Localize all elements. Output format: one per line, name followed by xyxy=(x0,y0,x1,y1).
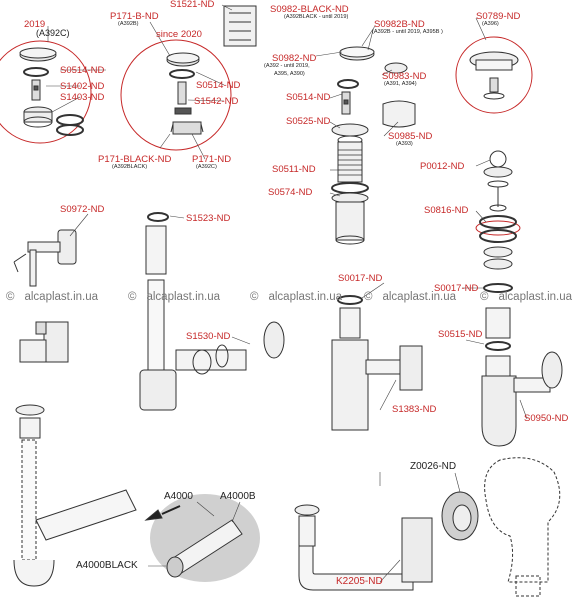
label-s0982b-sub: (A392B - until 2019, A395B ) xyxy=(372,29,443,35)
label-a392b: (A392B) xyxy=(118,21,139,27)
drain-set-s0982 xyxy=(331,46,375,245)
copyright-icon: © xyxy=(6,291,15,303)
leader-lines xyxy=(46,4,528,583)
copyright-icon: © xyxy=(480,291,489,303)
callout-circle-s0789 xyxy=(455,36,533,114)
label-a392c-bottom: (A392C) xyxy=(196,164,217,170)
angle-valve-s0972 xyxy=(13,229,77,287)
copyright-icon: © xyxy=(128,291,137,303)
label-s1403: S1403-ND xyxy=(60,92,105,103)
label-s0983-sub: (A391, A394) xyxy=(384,81,417,87)
copyright-icon: © xyxy=(364,291,373,303)
cap-s0985 xyxy=(382,100,416,128)
wall-trap-k2205 xyxy=(294,491,479,591)
label-s0017-a: S0017-ND xyxy=(338,273,383,284)
bottle-trap-s1383 xyxy=(331,295,423,431)
label-s0982-sub1: (A392 - until 2019, xyxy=(264,63,310,69)
label-s0982-black-sub: (A392BLACK - until 2019) xyxy=(284,14,349,20)
label-p171-b: P171-B-ND xyxy=(110,11,159,22)
watermark-text: alcaplast.in.ua xyxy=(498,291,573,303)
label-p0012: P0012-ND xyxy=(420,161,465,172)
bottle-trap-s1530 xyxy=(139,212,285,411)
label-a4000black: A4000BLACK xyxy=(76,560,138,571)
label-s1402: S1402-ND xyxy=(60,81,105,92)
label-a4000: A4000 xyxy=(164,491,193,502)
label-k2205: K2205-ND xyxy=(336,576,383,587)
label-a4000b: A4000B xyxy=(220,491,256,502)
label-s0985-sub: (A393) xyxy=(396,141,413,147)
label-s1530: S1530-ND xyxy=(186,331,231,342)
watermark-text: alcaplast.in.ua xyxy=(146,291,221,303)
arrow-line xyxy=(161,505,181,515)
label-s0982-sub2: A395, A390) xyxy=(274,71,305,77)
label-s1383: S1383-ND xyxy=(392,404,437,415)
label-a392c-top: (A392C) xyxy=(36,28,70,38)
label-s0514-center: S0514-ND xyxy=(286,92,331,103)
watermark-1: © alcaplast.in.ua xyxy=(6,291,99,304)
watermark-text: alcaplast.in.ua xyxy=(24,291,99,303)
watermark-3: © alcaplast.in.ua xyxy=(250,291,343,304)
clip-s1521 xyxy=(223,5,257,47)
label-s0525: S0525-ND xyxy=(286,116,331,127)
label-p171-black: P171-BLACK-ND xyxy=(98,154,172,165)
watermark-text: alcaplast.in.ua xyxy=(382,291,457,303)
label-z0026: Z0026-ND xyxy=(410,461,457,472)
label-s0511: S0511-ND xyxy=(272,164,316,175)
label-s0982: S0982-ND xyxy=(272,53,317,64)
label-s0985: S0985-ND xyxy=(388,131,433,142)
label-s1521: S1521-ND xyxy=(170,0,215,10)
label-s0574: S0574-ND xyxy=(268,187,313,198)
label-s0816: S0816-ND xyxy=(424,205,469,216)
label-s0789: S0789-ND xyxy=(476,11,521,22)
callout-circle-since-2020 xyxy=(120,39,232,151)
tube-trap-a4000 xyxy=(13,404,137,587)
angle-valve-square xyxy=(19,321,69,363)
label-s0789-sub: (A396) xyxy=(482,21,499,27)
label-s0982-black: S0982-BLACK-ND xyxy=(270,4,349,15)
label-s0514-left: S0514-ND xyxy=(60,65,105,76)
label-s0972: S0972-ND xyxy=(60,204,105,215)
arrow-head xyxy=(144,509,163,521)
label-since-2020: since 2020 xyxy=(156,29,202,40)
label-a392black-p171: (A392BLACK) xyxy=(112,164,148,170)
cap-s0789-parts xyxy=(469,51,519,100)
bottle-trap-s0950 xyxy=(481,283,563,447)
copyright-icon: © xyxy=(250,291,259,303)
watermark-text: alcaplast.in.ua xyxy=(268,291,343,303)
label-s0982b: S0982B-ND xyxy=(374,19,425,30)
watermark-5: © alcaplast.in.ua xyxy=(480,291,573,304)
label-s0017-b: S0017-ND xyxy=(434,283,479,294)
label-s0514-mid: S0514-ND xyxy=(196,80,241,91)
label-p171: P171-ND xyxy=(192,154,232,165)
label-s0983: S0983-ND xyxy=(382,71,427,82)
watermark-2: © alcaplast.in.ua xyxy=(128,291,221,304)
label-s1523: S1523-ND xyxy=(186,213,231,224)
label-s0950: S0950-ND xyxy=(524,413,569,424)
label-s1542: S1542-ND xyxy=(194,96,239,107)
callout-circle-2019 xyxy=(0,40,92,144)
overflow-set-s0816 xyxy=(475,150,521,270)
label-s0515: S0515-ND xyxy=(438,329,483,340)
watermark-4: © alcaplast.in.ua xyxy=(364,291,457,304)
concealed-trap-outline xyxy=(484,457,561,597)
label-2019: 2019 xyxy=(24,19,46,30)
drain-plug-2020-parts xyxy=(166,52,204,135)
